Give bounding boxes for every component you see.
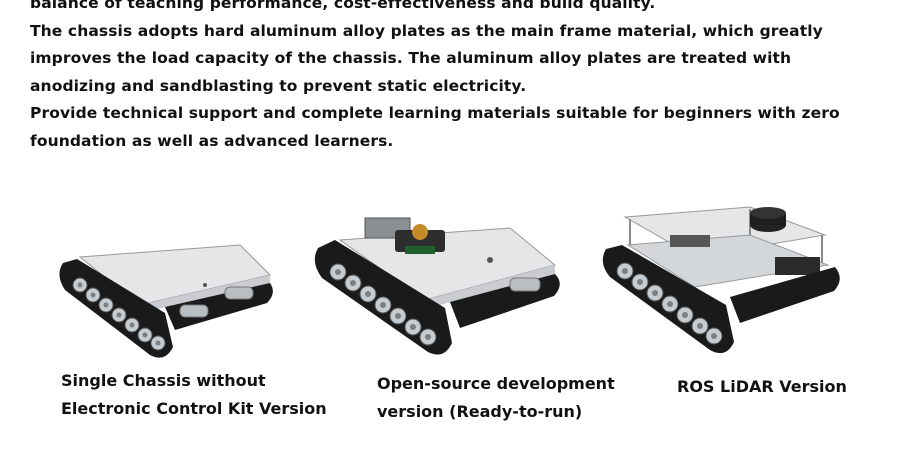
caption-open-source-version: Open-source development version (Ready-t… [377, 370, 615, 426]
product-image-ros-lidar-version [600, 205, 850, 365]
caption-line: ROS LiDAR Version [677, 377, 847, 396]
intro-text: balance of teaching performance, cost-ef… [30, 0, 880, 155]
caption-line: Electronic Control Kit Version [61, 399, 327, 418]
caption-line: Single Chassis without [61, 371, 266, 390]
intro-line-1: balance of teaching performance, cost-ef… [30, 0, 656, 12]
intro-line-3: Provide technical support and complete l… [30, 104, 840, 150]
caption-line: version (Ready-to-run) [377, 402, 583, 421]
caption-single-chassis: Single Chassis without Electronic Contro… [61, 367, 327, 423]
caption-ros-lidar-version: ROS LiDAR Version [677, 373, 847, 401]
product-image-single-chassis [55, 235, 280, 365]
caption-line: Open-source development [377, 374, 615, 393]
intro-line-2: The chassis adopts hard aluminum alloy p… [30, 21, 823, 95]
product-image-open-source-version [310, 210, 570, 365]
